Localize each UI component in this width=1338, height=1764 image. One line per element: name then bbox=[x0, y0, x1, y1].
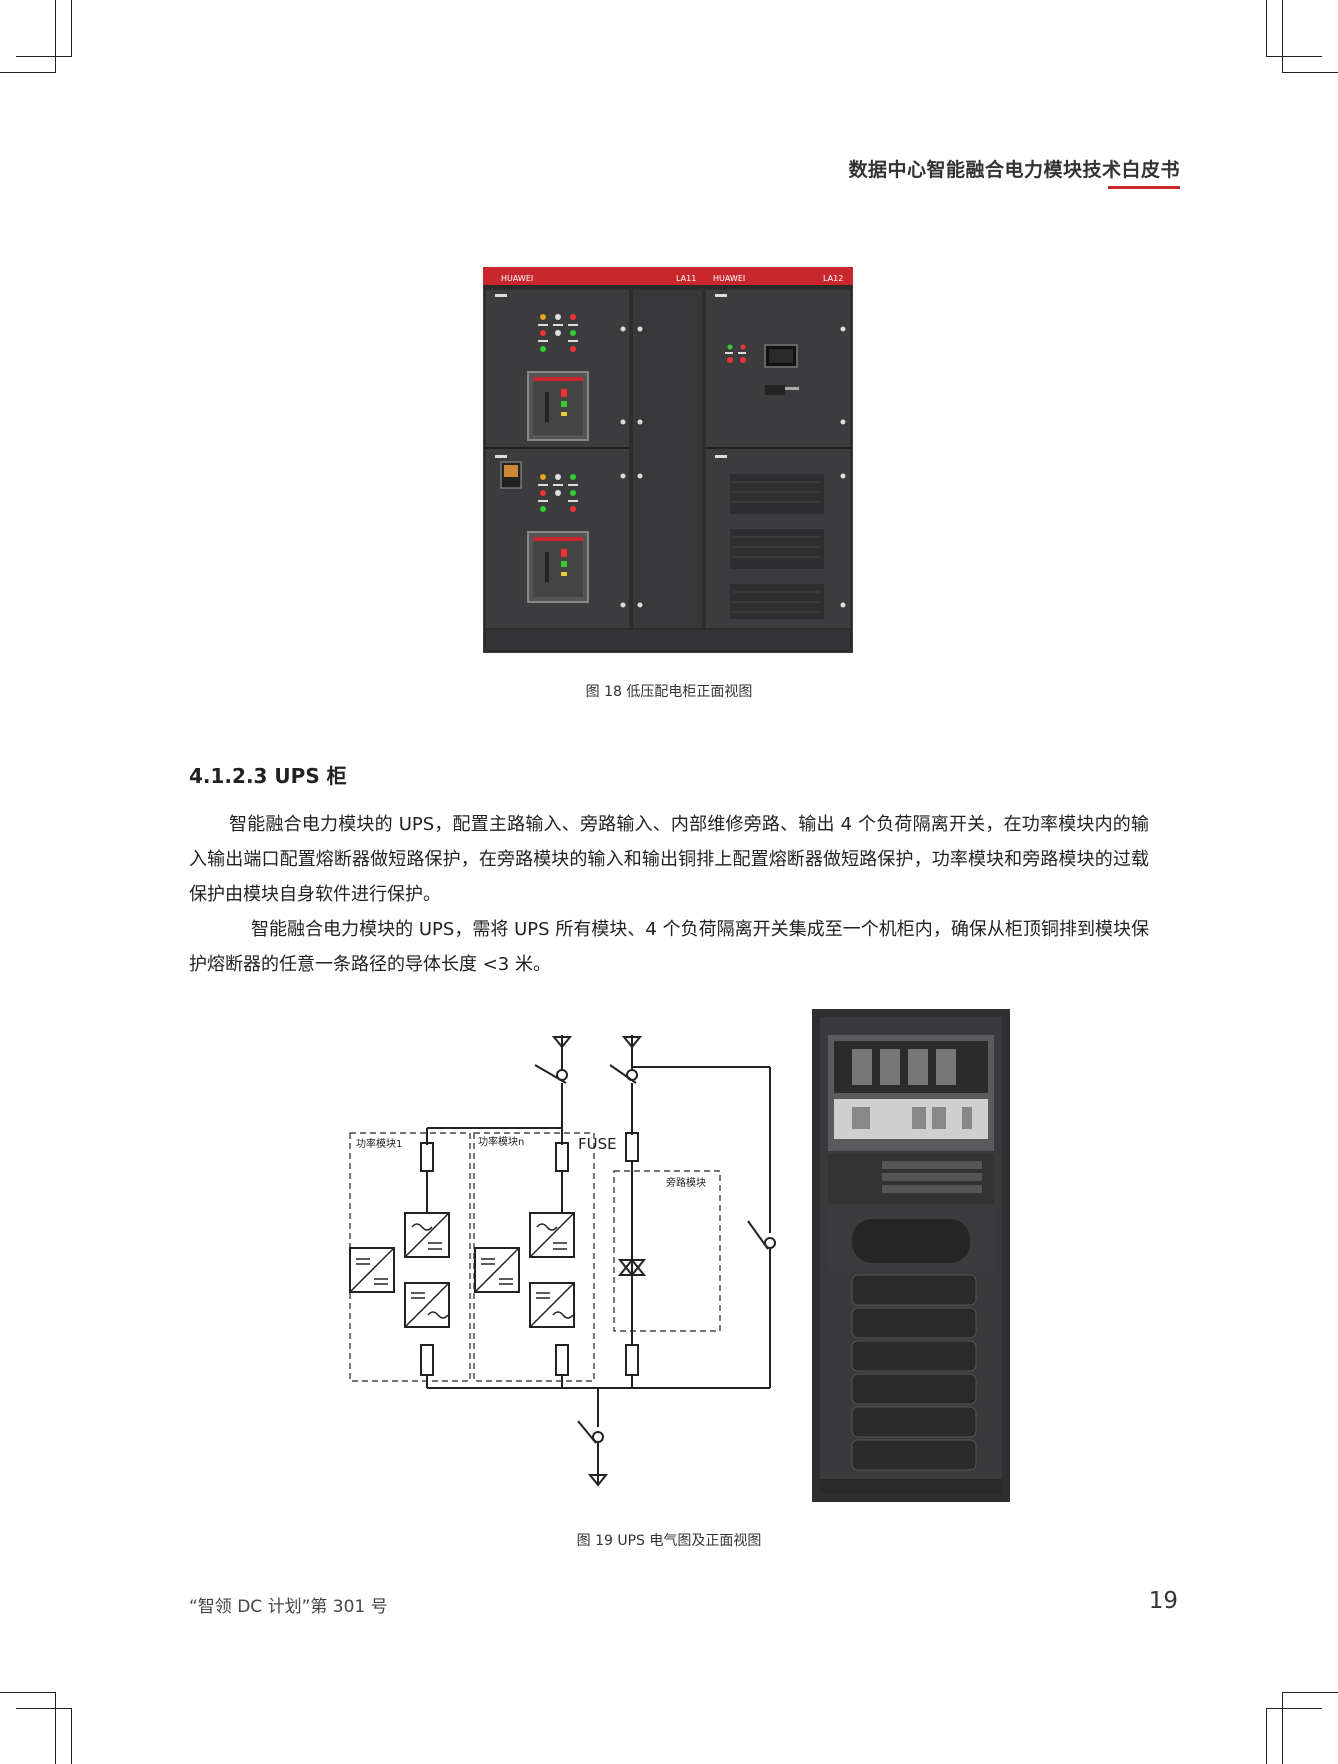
crop-mark-tl-v bbox=[71, 0, 72, 56]
crop-mark-br-h bbox=[1266, 1708, 1322, 1709]
figure18-switchgear-image: HUAWEI LA11 HUAWEI LA12 bbox=[483, 267, 853, 653]
crop-mark-br-v2 bbox=[1282, 1692, 1283, 1764]
label-fuse: FUSE bbox=[578, 1135, 617, 1153]
figure18-label-left: LA11 bbox=[676, 274, 696, 283]
crop-mark-bl-h2 bbox=[0, 1692, 56, 1693]
figure18-label-right: LA12 bbox=[823, 274, 843, 283]
header-accent-rule bbox=[1108, 186, 1180, 189]
body-paragraph-2: 智能融合电力模块的 UPS，需将 UPS 所有模块、4 个负荷隔离开关集成至一个… bbox=[189, 919, 1149, 975]
crop-mark-tr-v bbox=[1266, 0, 1267, 56]
section-heading: 4.1.2.3 UPS 柜 bbox=[189, 764, 347, 788]
crop-mark-tl-v2 bbox=[55, 0, 56, 72]
crop-mark-tr-h2 bbox=[1282, 72, 1338, 73]
crop-mark-tl-h2 bbox=[0, 72, 56, 73]
label-bypass-module: 旁路模块 bbox=[666, 1176, 706, 1189]
crop-mark-tl-h bbox=[16, 56, 72, 57]
crop-mark-br-v bbox=[1266, 1708, 1267, 1764]
crop-mark-tr-h bbox=[1266, 56, 1322, 57]
footer-publication-label: “智领 DC 计划”第 301 号 bbox=[189, 1597, 388, 1617]
body-paragraph-1: 智能融合电力模块的 UPS，配置主路输入、旁路输入、内部维修旁路、输出 4 个负… bbox=[189, 814, 1149, 905]
label-power-module-n: 功率模块n bbox=[478, 1135, 524, 1148]
figure19-caption: 图 19 UPS 电气图及正面视图 bbox=[576, 1533, 762, 1549]
figure18-brand-left: HUAWEI bbox=[501, 274, 533, 283]
crop-mark-br-h2 bbox=[1282, 1692, 1338, 1693]
figure19-ups-cabinet-image bbox=[812, 1009, 1010, 1502]
crop-mark-bl-h bbox=[16, 1708, 72, 1709]
crop-mark-tr-v2 bbox=[1282, 0, 1283, 72]
figure19-ups-electrical-diagram: 功率模块1 功率模块n FUSE 旁路模块 bbox=[349, 1035, 776, 1487]
crop-mark-bl-v bbox=[71, 1708, 72, 1764]
crop-mark-bl-v2 bbox=[55, 1692, 56, 1764]
figure18-brand-right: HUAWEI bbox=[713, 274, 745, 283]
label-power-module-1: 功率模块1 bbox=[356, 1137, 402, 1150]
running-header-title: 数据中心智能融合电力模块技术白皮书 bbox=[848, 159, 1180, 181]
page-number: 19 bbox=[1148, 1588, 1178, 1614]
figure18-caption: 图 18 低压配电柜正面视图 bbox=[585, 684, 753, 700]
